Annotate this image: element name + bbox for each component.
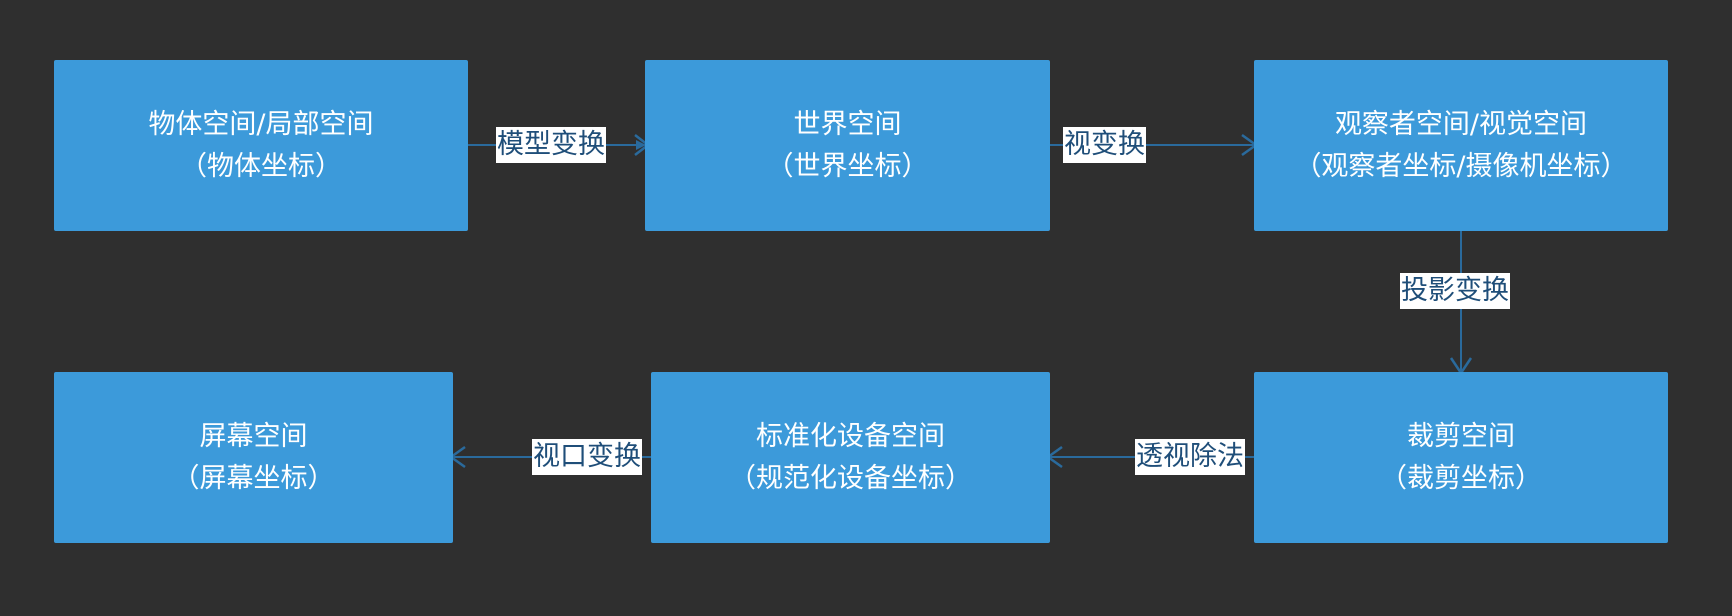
node-world-space: 世界空间 （世界坐标） xyxy=(645,60,1050,231)
node-world-space-subtitle: （世界坐标） xyxy=(766,150,929,182)
node-view-space-subtitle: （观察者坐标/摄像机坐标） xyxy=(1294,150,1628,182)
node-clip-space-title: 裁剪空间 xyxy=(1407,420,1515,452)
label-view-transform: 视变换 xyxy=(1063,127,1146,163)
label-viewport-transform: 视口变换 xyxy=(532,439,642,475)
label-projection-transform: 投影变换 xyxy=(1400,273,1510,309)
node-screen-space: 屏幕空间 （屏幕坐标） xyxy=(54,372,453,543)
node-screen-space-subtitle: （屏幕坐标） xyxy=(172,462,335,494)
node-clip-space-subtitle: （裁剪坐标） xyxy=(1380,462,1542,494)
node-clip-space: 裁剪空间 （裁剪坐标） xyxy=(1254,372,1668,543)
node-object-space: 物体空间/局部空间 （物体坐标） xyxy=(54,60,468,231)
node-view-space-title: 观察者空间/视觉空间 xyxy=(1334,108,1588,140)
label-perspective-divide: 透视除法 xyxy=(1135,439,1245,475)
node-view-space: 观察者空间/视觉空间 （观察者坐标/摄像机坐标） xyxy=(1254,60,1668,231)
node-ndc-space: 标准化设备空间 （规范化设备坐标） xyxy=(651,372,1050,543)
node-object-space-subtitle: （物体坐标） xyxy=(180,150,342,182)
node-screen-space-title: 屏幕空间 xyxy=(199,420,308,452)
node-world-space-title: 世界空间 xyxy=(793,108,902,140)
node-ndc-space-subtitle: （规范化设备坐标） xyxy=(729,462,972,494)
node-ndc-space-title: 标准化设备空间 xyxy=(756,420,945,452)
label-model-transform: 模型变换 xyxy=(496,127,606,163)
node-object-space-title: 物体空间/局部空间 xyxy=(148,108,374,140)
